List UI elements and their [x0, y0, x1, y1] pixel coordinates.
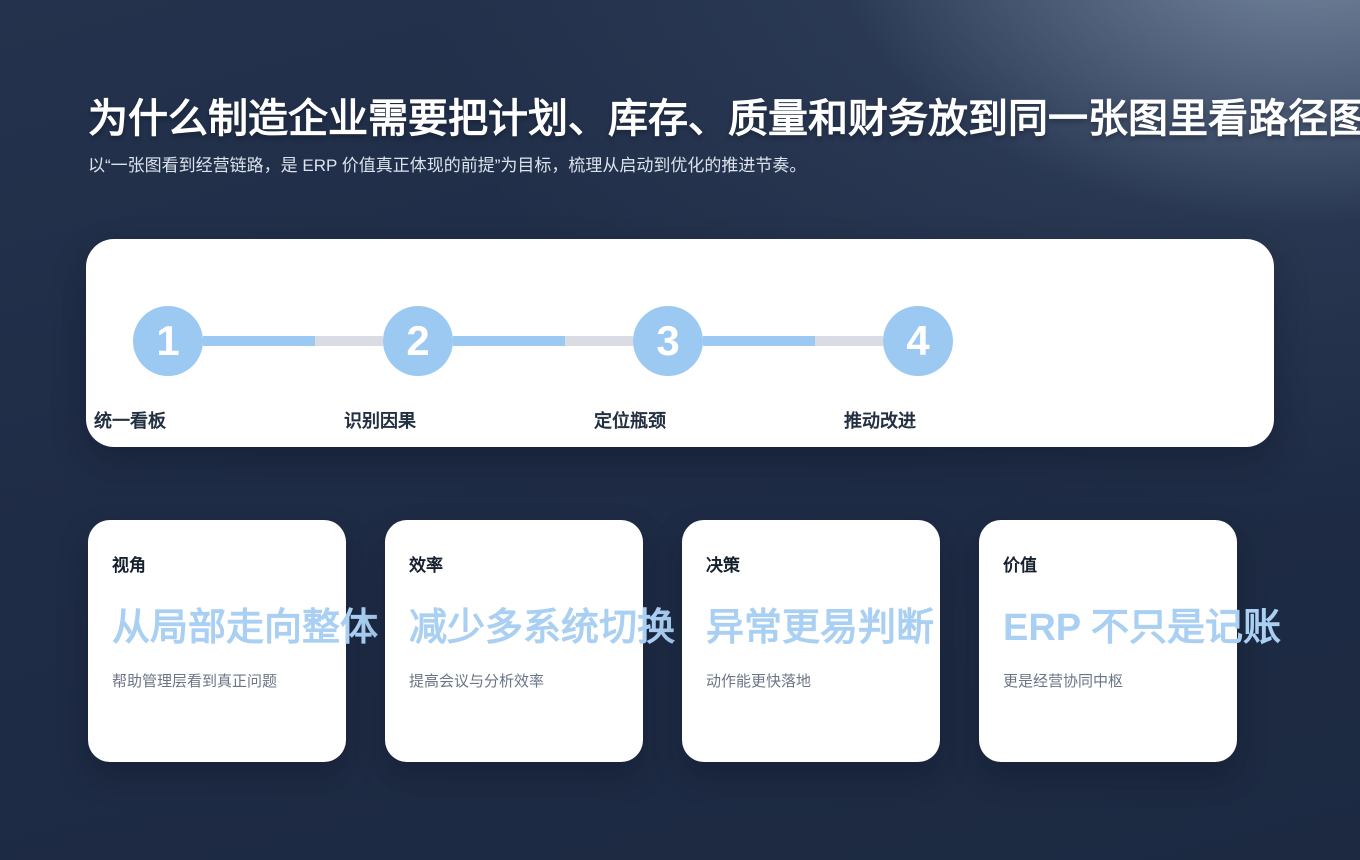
card-headline: 减少多系统切换: [409, 607, 676, 649]
step-label-4: 推动改进: [844, 411, 916, 431]
page-subtitle: 以“一张图看到经营链路，是 ERP 价值真正体现的前提”为目标，梳理从启动到优化…: [88, 156, 807, 175]
step-connector: [203, 336, 383, 346]
card-headline: ERP 不只是记账: [1003, 607, 1282, 649]
step-connector-fill: [453, 336, 565, 346]
step-number: 4: [906, 317, 930, 364]
step-connector: [703, 336, 883, 346]
card-tag: 效率: [409, 556, 443, 575]
step-number: 1: [156, 317, 180, 364]
page-title: 为什么制造企业需要把计划、库存、质量和财务放到同一张图里看路径图: [88, 96, 1360, 141]
card-description: 动作能更快落地: [706, 673, 812, 690]
card-headline: 异常更易判断: [706, 607, 935, 649]
roadmap-card: 1 2 3 4 统一看板 识别因果 定位瓶颈 推动改进: [86, 239, 1274, 447]
card-headline: 从局部走向整体: [112, 607, 379, 649]
step-circle-4: 4: [883, 306, 953, 376]
benefit-card-efficiency: 效率 减少多系统切换 提高会议与分析效率: [385, 520, 676, 762]
step-label-2: 识别因果: [344, 411, 416, 431]
step-circle-1: 1: [133, 306, 203, 376]
step-connector-fill: [703, 336, 815, 346]
benefit-card-decision: 决策 异常更易判断 动作能更快落地: [682, 520, 940, 762]
card-tag: 视角: [112, 556, 146, 575]
benefit-card-perspective: 视角 从局部走向整体 帮助管理层看到真正问题: [88, 520, 379, 762]
step-label-3: 定位瓶颈: [594, 411, 666, 431]
card-description: 更是经营协同中枢: [1003, 673, 1124, 690]
step-connector-fill: [203, 336, 315, 346]
card-tag: 决策: [706, 556, 740, 575]
step-number: 2: [406, 317, 430, 364]
step-circle-3: 3: [633, 306, 703, 376]
card-description: 帮助管理层看到真正问题: [112, 673, 278, 690]
benefit-card-value: 价值 ERP 不只是记账 更是经营协同中枢: [979, 520, 1282, 762]
benefit-card-row: 视角 从局部走向整体 帮助管理层看到真正问题 效率 减少多系统切换 提高会议与分…: [88, 520, 1282, 762]
card-description: 提高会议与分析效率: [409, 673, 545, 690]
card-tag: 价值: [1003, 556, 1037, 575]
step-label-1: 统一看板: [94, 411, 166, 431]
step-connector: [453, 336, 633, 346]
step-number: 3: [656, 317, 680, 364]
step-circle-2: 2: [383, 306, 453, 376]
